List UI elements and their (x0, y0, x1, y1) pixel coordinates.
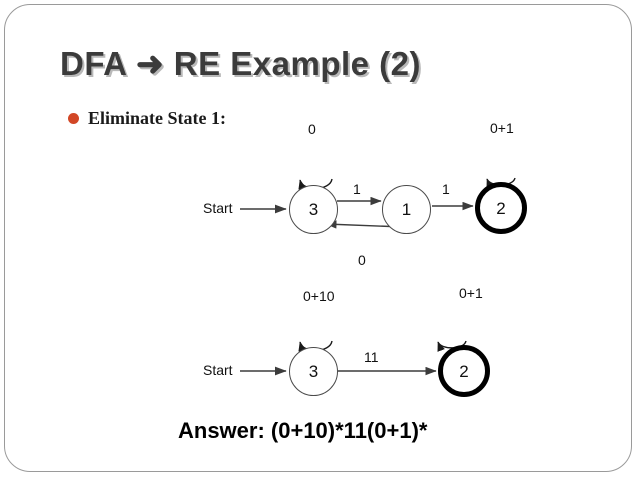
page-title: DFA ➜ RE Example (2) (60, 45, 422, 82)
state-label-3-bottom: 3 (308, 362, 319, 381)
state-label-2-bottom: 2 (459, 361, 469, 381)
answer-text: Answer: (0+10)*11(0+1)* (178, 418, 428, 443)
state-label-3-top: 3 (308, 200, 319, 219)
state-node-1-top[interactable]: 1 (382, 185, 431, 234)
state-label-2-top: 2 (496, 198, 506, 218)
state-node-2-bottom[interactable]: 2 (438, 345, 490, 397)
state-node-2-top[interactable]: 2 (475, 182, 527, 234)
state-node-3-bottom[interactable]: 3 (289, 347, 338, 396)
label-edge-1-to-3: 0 (358, 252, 366, 268)
label-self-loop-2-bottom: 0+1 (459, 285, 483, 301)
state-label-1-top: 1 (401, 200, 412, 219)
automaton-diagram-top: Start 3 1 2 0 0+1 1 1 0 (203, 120, 527, 268)
label-self-loop-3-bottom: 0+10 (303, 288, 335, 304)
bullet-label: Eliminate State 1: (88, 108, 226, 128)
label-self-loop-3-top: 0 (308, 121, 316, 137)
label-edge-3-to-1: 1 (353, 181, 361, 197)
label-edge-3-to-2: 11 (364, 349, 379, 365)
label-edge-1-to-2: 1 (442, 181, 450, 197)
state-node-3-top[interactable]: 3 (289, 185, 338, 234)
start-label-bottom: Start (203, 362, 233, 378)
start-label-top: Start (203, 200, 233, 216)
bullet-row: Eliminate State 1: (68, 108, 226, 129)
bullet-dot-icon (68, 113, 79, 124)
label-self-loop-2-top: 0+1 (490, 120, 514, 136)
